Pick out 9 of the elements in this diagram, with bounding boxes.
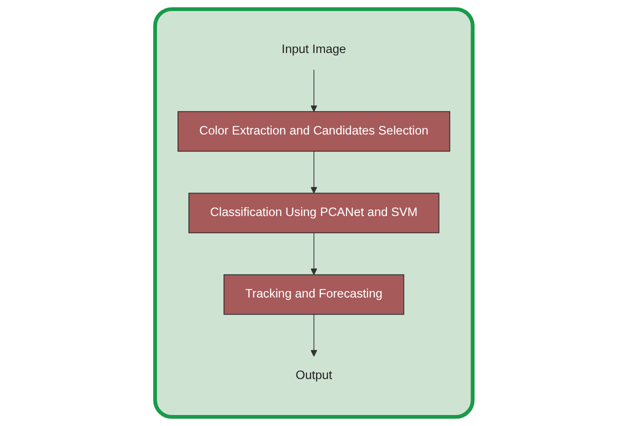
node-box	[188, 192, 440, 234]
node-text: Input Image	[282, 43, 346, 56]
arrow	[310, 150, 318, 194]
arrow	[310, 314, 318, 357]
node-box	[224, 274, 404, 315]
arrow	[310, 232, 318, 276]
node-text: Output	[296, 369, 332, 382]
arrow	[310, 69, 318, 112]
node-box	[178, 111, 450, 152]
